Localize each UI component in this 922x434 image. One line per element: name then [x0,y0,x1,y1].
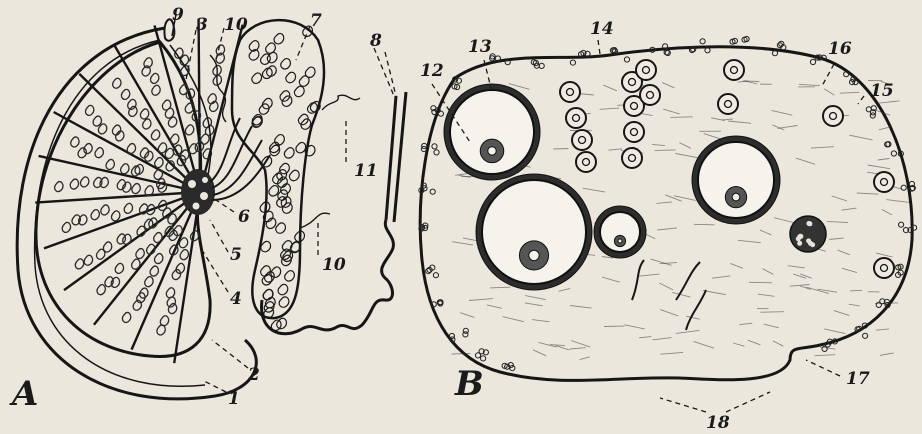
label-9: 9 [172,5,184,25]
label-11: 11 [354,161,378,181]
label-12: 12 [420,61,444,81]
label-16: 16 [828,39,852,59]
label-10-upper: 10 [224,15,248,35]
epididymis-coils [249,26,320,330]
label-5: 5 [230,245,242,265]
label-2: 2 [247,365,260,385]
label-13: 13 [468,37,492,57]
panel-letter-a: A [9,374,38,414]
panel-b-ovary [385,36,917,412]
label-14: 14 [590,19,614,39]
label-6: 6 [238,207,250,227]
label-15: 15 [870,81,894,101]
label-17: 17 [846,369,870,389]
label-4: 4 [230,289,242,309]
label-3: 3 [196,15,208,35]
label-8: 8 [369,31,382,51]
label-layer: A B 1 2 3 4 5 6 7 8 9 10 10 11 12 13 14 … [9,5,894,430]
panel-letter-b: B [454,364,484,404]
panel-a-testis [17,14,406,399]
label-10-lower: 10 [322,255,346,275]
label-1: 1 [228,389,240,409]
label-7: 7 [310,11,322,31]
label-18: 18 [706,413,730,430]
